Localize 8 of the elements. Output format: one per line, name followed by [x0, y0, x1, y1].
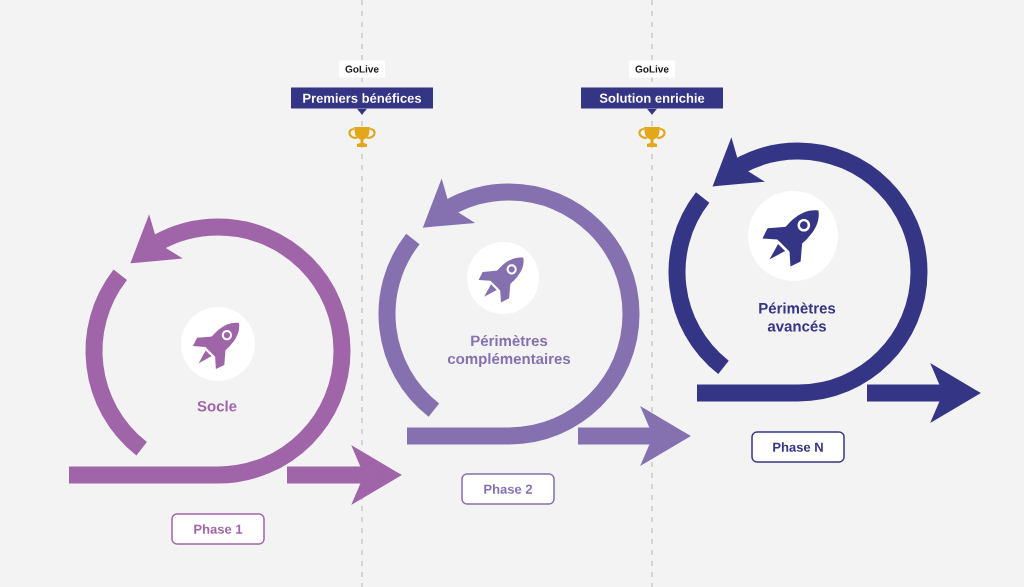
phase-title: Socle	[197, 400, 237, 412]
phase-title: Périmètres complémentaires	[447, 334, 571, 368]
phase-box: Phase 2	[461, 473, 555, 505]
phase-box: Phase N	[751, 431, 845, 463]
callout-box: Premiers bénéfices	[291, 87, 433, 115]
callout-box: Solution enrichie	[581, 87, 723, 115]
phase-title: Périmètres avancés	[759, 302, 836, 332]
phase-box: Phase 1	[171, 513, 265, 545]
